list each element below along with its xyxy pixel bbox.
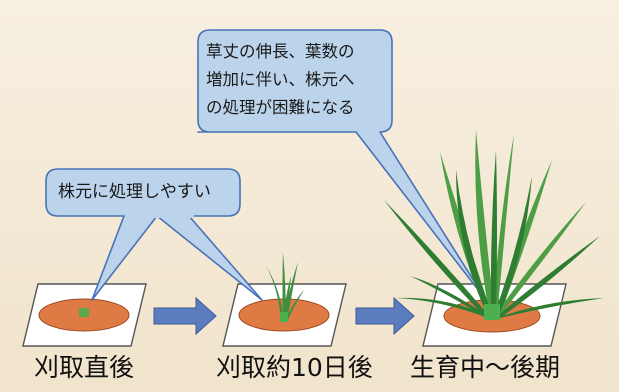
top-callout-bubble [197,29,487,301]
top-callout-line-3: の処理が困難になる [206,98,355,117]
stage-1-panel [22,283,147,347]
left-callout-bubble [45,168,263,301]
stage-label-2: 刈取約10日後 [216,353,373,382]
cut-stump-1 [79,308,89,317]
progress-arrow-2 [355,296,415,336]
stage-2-panel [222,252,347,347]
progress-arrow-1 [153,296,217,336]
stage-label-1: 刈取直後 [34,353,135,382]
stem-base [484,304,500,320]
left-callout-text: 株元に処理しやすい [58,182,211,202]
top-callout-line-1: 草丈の伸長、葉数の [206,42,355,61]
top-callout-line-2: 増加に伴い、株元へ [206,70,355,89]
mature-plant [384,130,604,320]
stage-label-3: 生育中～後期 [410,353,561,382]
top-callout-text: 草丈の伸長、葉数の 増加に伴い、株元へ の処理が困難になる [206,38,386,122]
